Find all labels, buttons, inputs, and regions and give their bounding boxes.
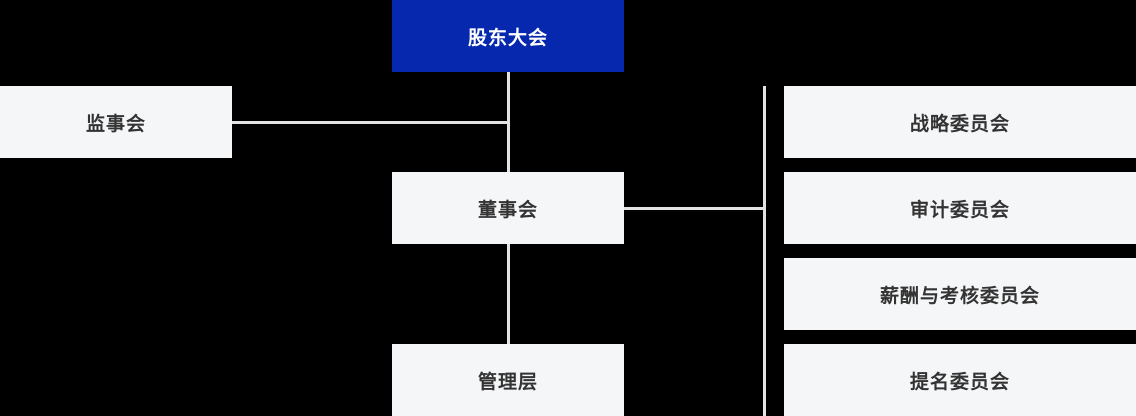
node-board-of-supervisors[interactable]: 监事会 bbox=[0, 86, 232, 158]
node-committee-audit[interactable]: 审计委员会 bbox=[784, 172, 1136, 244]
connector-committee-trunk bbox=[763, 86, 766, 416]
connector-board-to-management bbox=[507, 244, 510, 344]
connector-board-to-committee-trunk bbox=[624, 207, 766, 210]
connector-supervisors-to-trunk bbox=[232, 121, 508, 124]
node-management[interactable]: 管理层 bbox=[392, 344, 624, 416]
node-committee-strategy[interactable]: 战略委员会 bbox=[784, 86, 1136, 158]
node-shareholders-meeting[interactable]: 股东大会 bbox=[392, 0, 624, 72]
connector-shareholders-to-board bbox=[507, 72, 510, 172]
node-committee-remuneration-appraisal[interactable]: 薪酬与考核委员会 bbox=[784, 258, 1136, 330]
node-board-of-directors[interactable]: 董事会 bbox=[392, 172, 624, 244]
node-committee-nomination[interactable]: 提名委员会 bbox=[784, 344, 1136, 416]
